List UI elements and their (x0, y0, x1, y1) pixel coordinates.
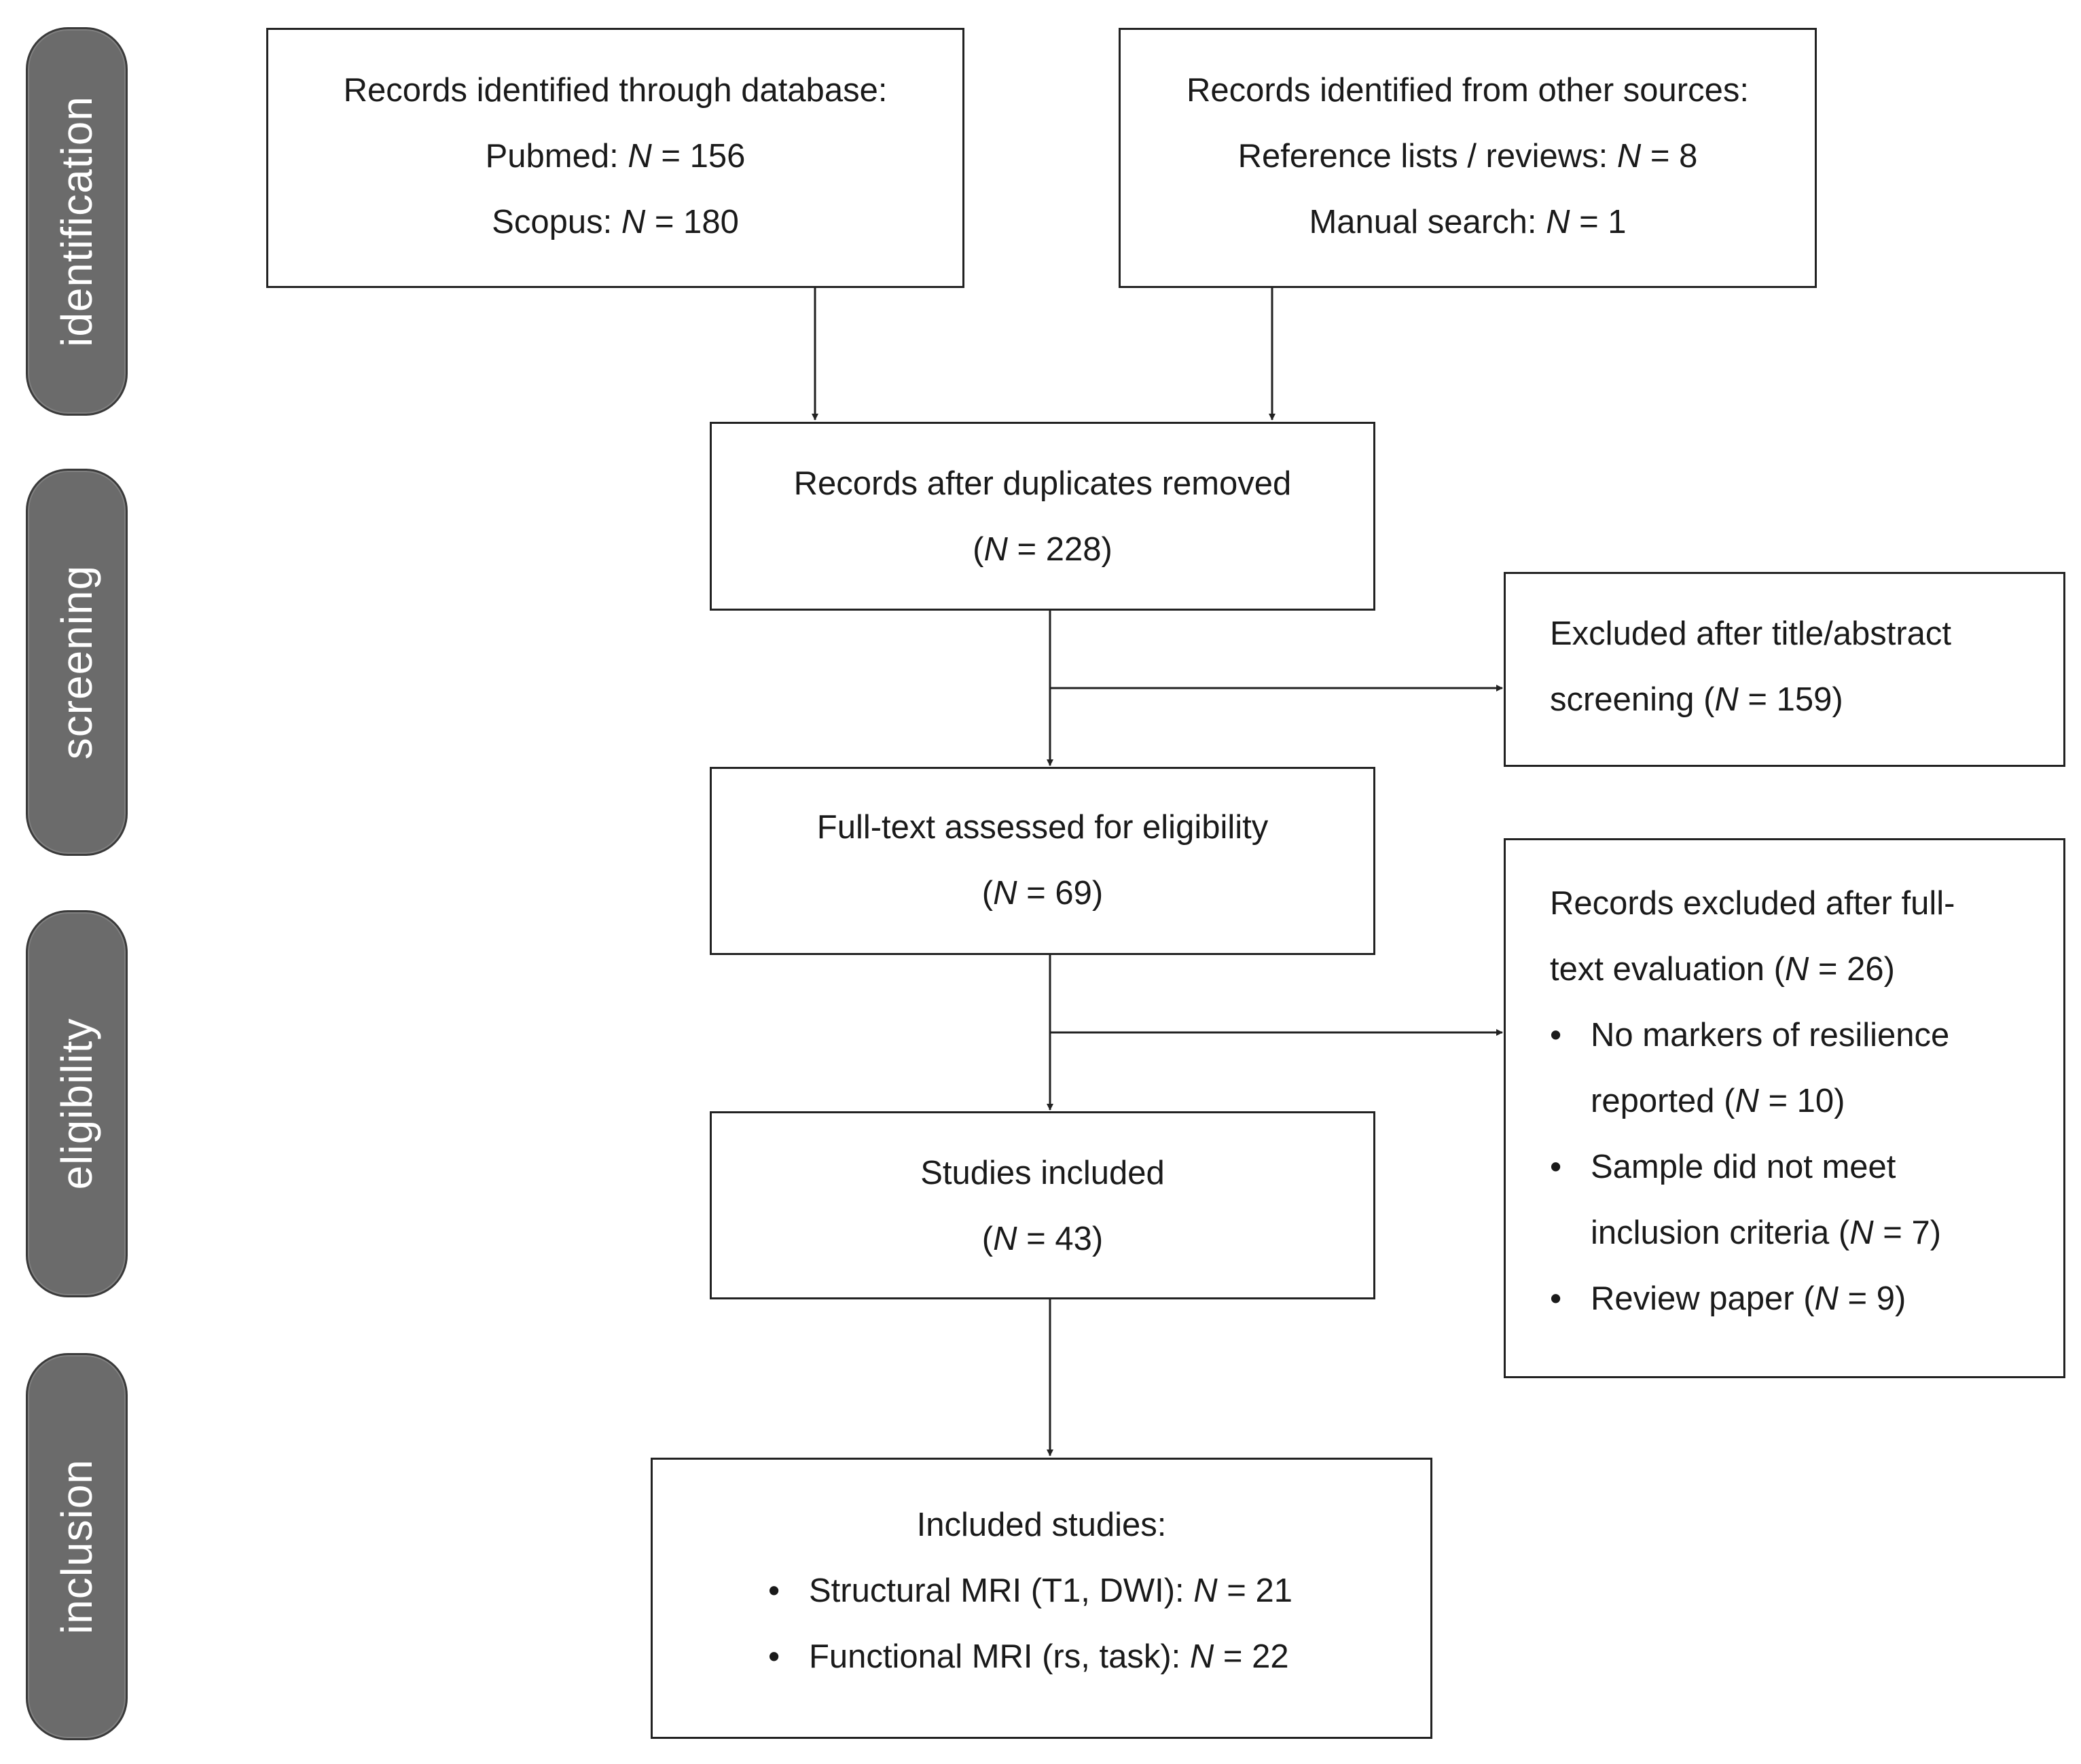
exclusion-reason-no-markers-count: reported (N = 10) (1591, 1083, 1845, 1119)
exclusion-reason-sample: •Sample did not meet (1550, 1134, 2063, 1200)
exclusion-reason-no-markers: •No markers of resilience (1550, 1003, 2063, 1068)
other-sources-reference: Reference lists / reviews: N = 8 (1237, 138, 1698, 175)
box-full-text-assessed: Full-text assessed for eligibility (N = … (710, 767, 1375, 955)
full-text-count: (N = 69) (981, 875, 1104, 912)
excluded-fulltext-line1: Records excluded after full- (1550, 885, 1955, 922)
phase-inclusion: inclusion (26, 1353, 128, 1740)
included-functional-mri: •Functional MRI (rs, task): N = 22 (653, 1624, 1430, 1690)
included-structural-mri: •Structural MRI (T1, DWI): N = 21 (653, 1558, 1430, 1624)
excluded-title-line1: Excluded after title/abstract (1550, 615, 1952, 652)
box-studies-included: Studies included (N = 43) (710, 1111, 1375, 1299)
studies-included-count: (N = 43) (981, 1221, 1104, 1257)
exclusion-reason-review: •Review paper (N = 9) (1550, 1266, 2063, 1332)
box-included-studies: Included studies: •Structural MRI (T1, D… (651, 1458, 1432, 1739)
box-excluded-title-abstract: Excluded after title/abstract screening … (1504, 572, 2065, 767)
duplicates-count: (N = 228) (973, 531, 1112, 568)
box-duplicates-removed: Records after duplicates removed (N = 22… (710, 422, 1375, 611)
database-pubmed: Pubmed: N = 156 (485, 138, 746, 175)
other-sources-title: Records identified from other sources: (1187, 72, 1749, 109)
box-records-other-sources: Records identified from other sources: R… (1119, 28, 1817, 288)
included-studies-title: Included studies: (916, 1507, 1167, 1543)
excluded-title-line2: screening (N = 159) (1550, 681, 1843, 718)
box-excluded-full-text: Records excluded after full- text evalua… (1504, 838, 2065, 1378)
excluded-fulltext-line2: text evaluation (N = 26) (1550, 951, 1895, 988)
database-title: Records identified through database: (343, 72, 888, 109)
bullet-icon: • (1550, 1149, 1562, 1185)
other-sources-manual: Manual search: N = 1 (1309, 204, 1627, 240)
bullet-icon: • (1550, 1017, 1562, 1054)
bullet-icon: • (1550, 1280, 1562, 1317)
duplicates-title: Records after duplicates removed (793, 465, 1292, 502)
phase-screening: screening (26, 469, 128, 856)
phase-eligibility: eligibility (26, 910, 128, 1297)
exclusion-reason-sample-count: inclusion criteria (N = 7) (1591, 1214, 1942, 1251)
full-text-title: Full-text assessed for eligibility (816, 809, 1269, 846)
phase-identification: identification (26, 27, 128, 416)
studies-included-title: Studies included (920, 1155, 1165, 1191)
box-records-database: Records identified through database: Pub… (266, 28, 964, 288)
bullet-icon: • (768, 1572, 780, 1609)
bullet-icon: • (768, 1638, 780, 1675)
database-scopus: Scopus: N = 180 (492, 204, 739, 240)
